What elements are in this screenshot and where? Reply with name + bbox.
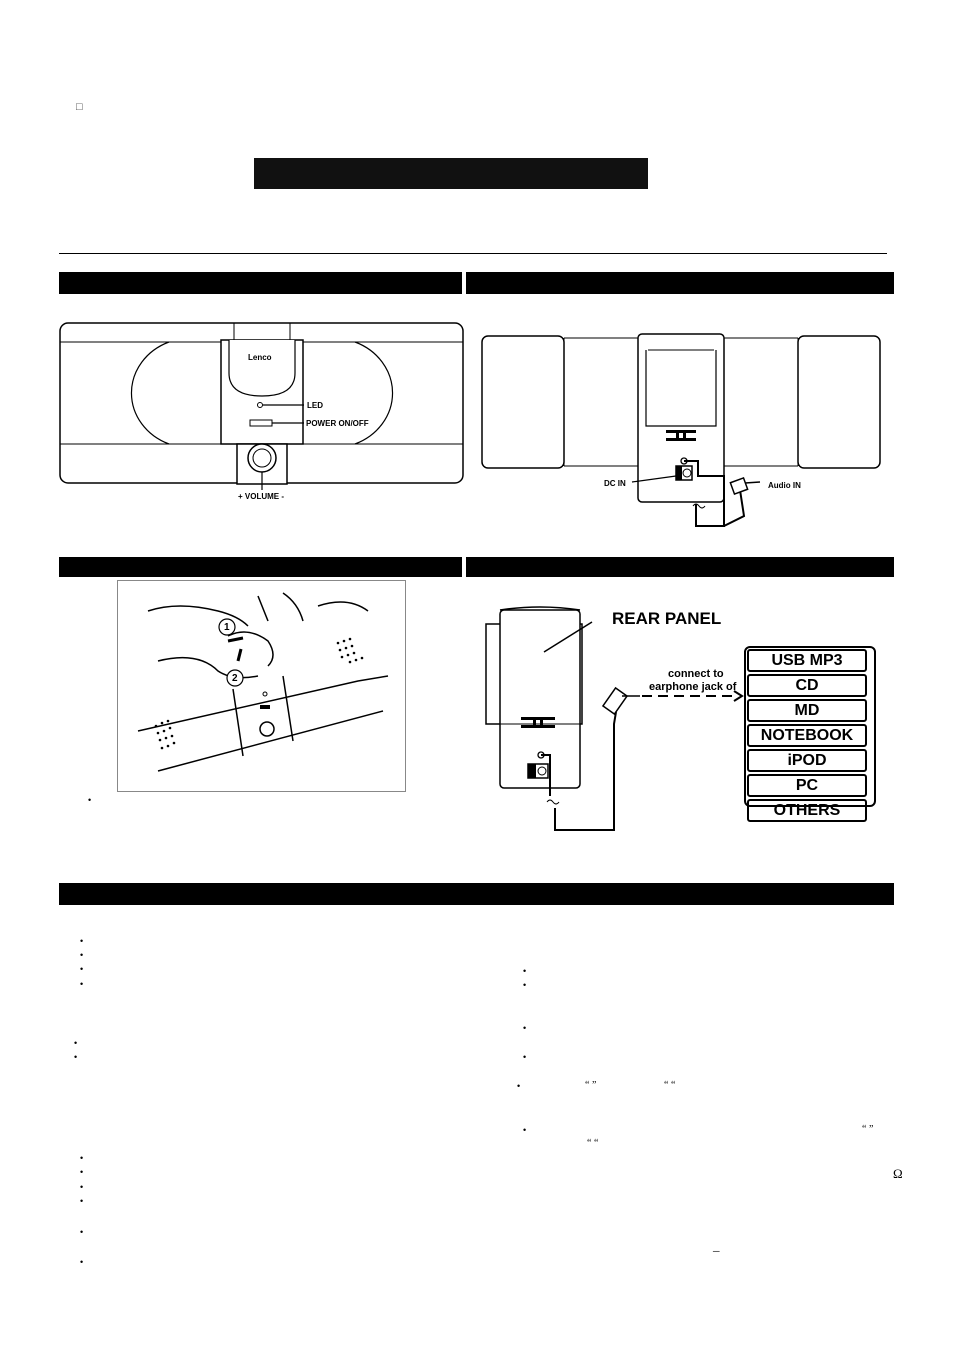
source-list-box [744, 646, 876, 807]
section-bar-battery [59, 557, 462, 577]
volume-label: + VOLUME - [238, 492, 285, 501]
source-item: CD [747, 674, 867, 697]
bullet: • [80, 979, 84, 989]
bullet: • [80, 1182, 84, 1192]
bullet: • [74, 1038, 78, 1048]
back-panel-illustration [481, 333, 881, 527]
bullet: • [523, 980, 527, 990]
source-item: PC [747, 774, 867, 797]
bullet: • [80, 1227, 84, 1237]
bullet: • [523, 1023, 527, 1033]
underscore-mark: _ [713, 1238, 720, 1253]
bullet: • [523, 1052, 527, 1062]
title-bar [254, 158, 648, 189]
bullet: • [80, 1196, 84, 1206]
quote-mark-a: “ ” [585, 1080, 597, 1091]
section-bar-operation [59, 883, 894, 905]
audio-in-label: Audio IN [768, 481, 801, 490]
source-item: NOTEBOOK [747, 724, 867, 747]
front-panel-illustration [59, 322, 464, 490]
connection-illustration [485, 606, 744, 831]
connect-caption-line1: connect to [668, 668, 724, 680]
bullet: • [80, 1153, 84, 1163]
rear-panel-label: REAR PANEL [612, 609, 722, 628]
bullet: • [80, 1167, 84, 1177]
step-1-marker: 1 [224, 622, 230, 633]
brand-logo-text: Lenco [248, 353, 272, 362]
quote-mark-b: “ “ [664, 1080, 676, 1091]
corner-glyph: □ [76, 101, 83, 113]
battery-figure-frame [117, 580, 406, 792]
dc-in-label: DC IN [604, 479, 626, 488]
source-item: OTHERS [747, 799, 867, 822]
source-item: MD [747, 699, 867, 722]
quote-mark-c: “ ” [862, 1124, 874, 1135]
quote-mark-d: “ “ [587, 1138, 599, 1149]
bullet: • [80, 936, 84, 946]
source-item: iPOD [747, 749, 867, 772]
bullet: • [74, 1052, 78, 1062]
source-item: USB MP3 [747, 649, 867, 672]
section-bar-front [59, 272, 462, 294]
led-label: LED [307, 401, 323, 410]
omega-symbol: Ω [893, 1166, 903, 1181]
divider [59, 253, 887, 254]
battery-door-illustration [137, 592, 389, 772]
bullet: • [517, 1081, 521, 1091]
section-bar-connect [466, 557, 894, 577]
bullet: • [80, 950, 84, 960]
power-label: POWER ON/OFF [306, 419, 369, 428]
section-bar-back [466, 272, 894, 294]
bullet: • [523, 966, 527, 976]
step-2-marker: 2 [232, 673, 238, 684]
bullet: • [80, 1257, 84, 1267]
bullet: • [80, 964, 84, 974]
bullet: • [88, 795, 92, 805]
bullet: • [523, 1125, 527, 1135]
connect-caption-line2: earphone jack of [649, 681, 737, 693]
